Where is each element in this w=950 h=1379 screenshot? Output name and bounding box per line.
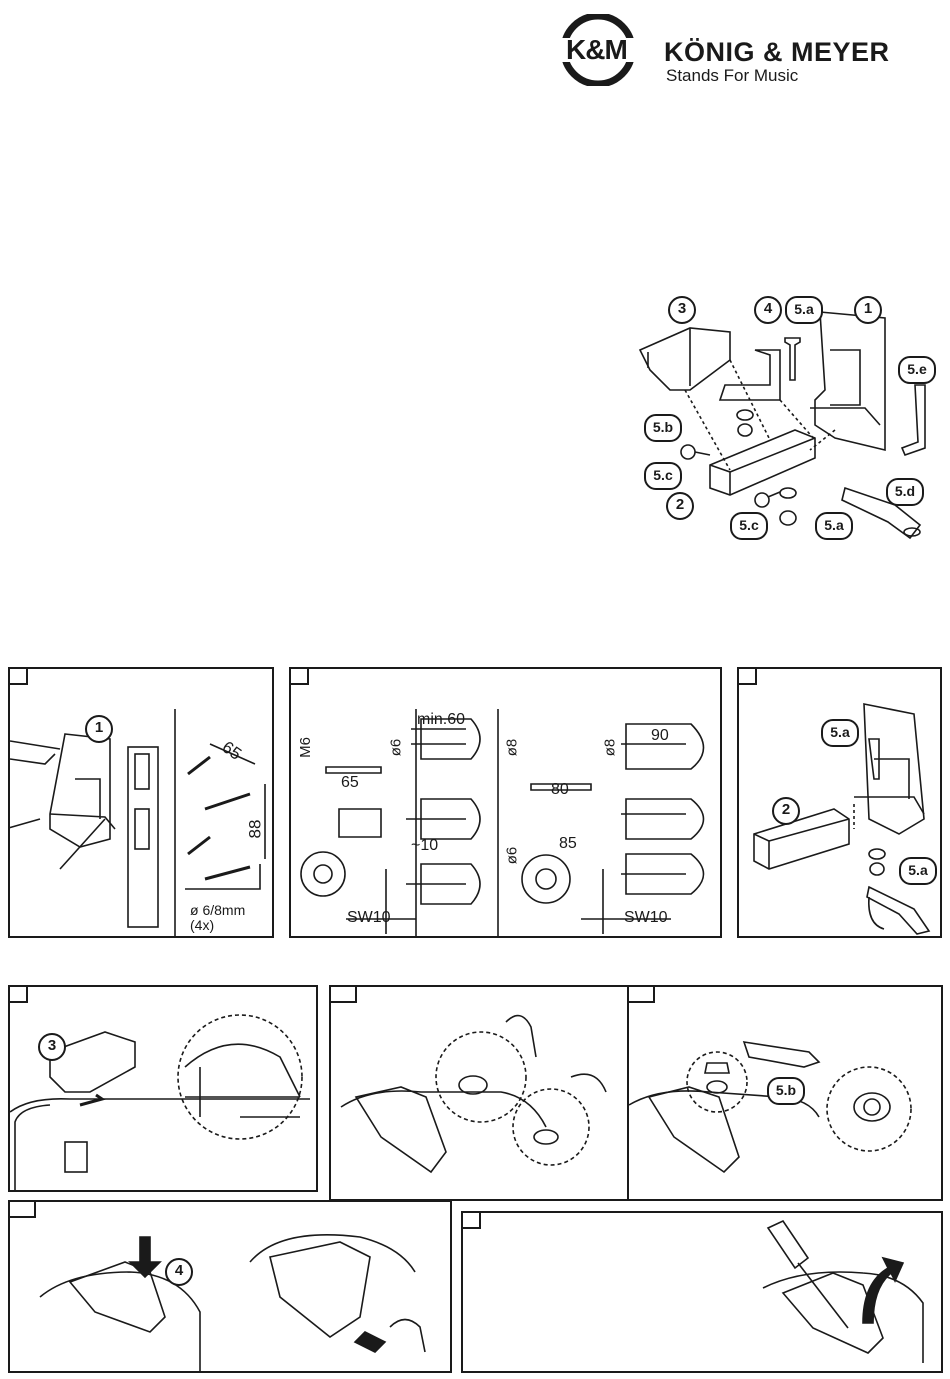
dim-85: 85 bbox=[559, 835, 577, 853]
dim-dia6-right: ø6 bbox=[503, 847, 520, 865]
logo-mark-text: K&M bbox=[566, 34, 627, 66]
brand-name: KÖNIG & MEYER bbox=[664, 37, 890, 68]
step-panel-2: M6 ø6 min.60 65 ~10 SW10 ø8 ø8 90 80 ø6 … bbox=[289, 667, 722, 938]
step-panel-8 bbox=[461, 1211, 943, 1373]
hex-key-5e bbox=[902, 385, 925, 455]
brand-tagline: Stands For Music bbox=[666, 66, 798, 86]
wall-anchor-right bbox=[626, 724, 704, 894]
dim-65: 65 bbox=[341, 774, 359, 792]
callout-5a-top: 5.a bbox=[821, 719, 859, 747]
wrench-5d bbox=[744, 1042, 819, 1067]
callout-5b: 5.b bbox=[644, 414, 682, 442]
bolt-5a bbox=[785, 338, 800, 380]
callout-3: 3 bbox=[38, 1033, 66, 1061]
step-panel-4: 3 bbox=[8, 985, 318, 1192]
detail-zoom-circle bbox=[178, 1015, 302, 1139]
hand-icon bbox=[506, 1016, 536, 1057]
wall-plate-outline bbox=[50, 734, 110, 847]
callout-5a-bottom: 5.a bbox=[899, 857, 937, 885]
dim-m6: M6 bbox=[297, 737, 314, 758]
detail-zoom-circle bbox=[827, 1067, 911, 1151]
hand-icon bbox=[571, 1074, 606, 1092]
dim-88: 88 bbox=[245, 820, 265, 839]
hand-icon bbox=[10, 741, 60, 764]
part-4-clip bbox=[270, 1242, 370, 1337]
parts-overview-diagram: 3 4 5.a 1 5.e 5.b 5.c 2 5.c 5.a 5.d bbox=[630, 290, 945, 550]
callout-5a-bottom: 5.a bbox=[815, 512, 853, 540]
hole-count-note: (4x) bbox=[190, 917, 214, 933]
arrow-icon bbox=[80, 1095, 102, 1105]
part-3-bracket bbox=[356, 1087, 446, 1172]
callout-5a-top: 5.a bbox=[785, 296, 823, 324]
dim-dia8-a: ø8 bbox=[503, 739, 520, 757]
part-3-bracket bbox=[640, 328, 730, 390]
callout-1: 1 bbox=[85, 715, 113, 743]
dim-approx10: ~10 bbox=[411, 837, 438, 855]
dim-sw10-left: SW10 bbox=[347, 909, 391, 927]
step-panel-3: 5.a 2 5.a bbox=[737, 667, 942, 938]
dim-sw10-right: SW10 bbox=[624, 909, 668, 927]
dim-dia6-left: ø6 bbox=[387, 739, 404, 757]
hole-diameter-note: ø 6/8mm bbox=[190, 902, 245, 918]
callout-4: 4 bbox=[754, 296, 782, 324]
wall-anchor-left bbox=[421, 719, 480, 904]
dim-dia8-b: ø8 bbox=[601, 739, 618, 757]
callout-2: 2 bbox=[772, 797, 800, 825]
step-panel-6: 5.b bbox=[627, 985, 943, 1201]
part-1-wall-plate bbox=[815, 312, 885, 450]
detail-zoom-circle bbox=[513, 1089, 589, 1165]
callout-4: 4 bbox=[165, 1258, 193, 1286]
part-3-bracket bbox=[649, 1087, 739, 1172]
dim-min60: min.60 bbox=[417, 711, 465, 729]
callout-2: 2 bbox=[666, 492, 694, 520]
callout-5b: 5.b bbox=[767, 1077, 805, 1105]
arrow-icon bbox=[863, 1258, 903, 1323]
dim-90: 90 bbox=[651, 727, 669, 745]
callout-5c-left: 5.c bbox=[644, 462, 682, 490]
part-4-clip bbox=[720, 350, 780, 400]
hammer-icon bbox=[339, 809, 381, 837]
callout-3: 3 bbox=[668, 296, 696, 324]
callout-5e: 5.e bbox=[898, 356, 936, 384]
step-panel-7: 4 bbox=[8, 1200, 452, 1373]
step-panel-5 bbox=[329, 985, 629, 1201]
part-2-block bbox=[710, 430, 815, 495]
callout-5c-bottom: 5.c bbox=[730, 512, 768, 540]
dim-80: 80 bbox=[551, 781, 569, 799]
arrow-icon bbox=[355, 1332, 385, 1352]
wrench-5d bbox=[867, 887, 929, 934]
arrow-icon bbox=[130, 1237, 160, 1277]
step-panel-1: 1 65 88 ø 6/8mm (4x) bbox=[8, 667, 274, 938]
detail-zoom-circle bbox=[687, 1052, 747, 1112]
callout-1: 1 bbox=[854, 296, 882, 324]
hand-icon bbox=[390, 1320, 425, 1353]
callout-5d: 5.d bbox=[886, 478, 924, 506]
